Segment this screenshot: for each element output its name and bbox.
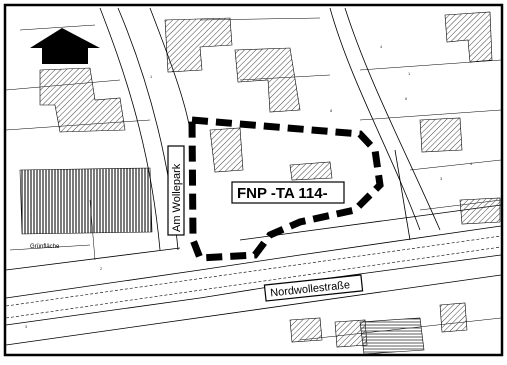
svg-text:2: 2: [100, 266, 103, 271]
svg-text:6: 6: [405, 96, 408, 101]
svg-text:4: 4: [380, 44, 383, 49]
svg-text:8: 8: [330, 108, 333, 113]
svg-text:Am Wollepark: Am Wollepark: [171, 163, 183, 232]
svg-text:3: 3: [440, 176, 443, 181]
svg-text:1: 1: [408, 71, 411, 76]
north-arrow-icon: [30, 28, 100, 64]
plan-boundary: [188, 116, 384, 262]
svg-text:1: 1: [30, 211, 33, 216]
parcel-numbers: 1 1 8 4 1 6 3 4 1 2 3: [25, 44, 473, 329]
svg-text:1: 1: [58, 118, 61, 123]
road-lines: [5, 7, 502, 346]
svg-text:3: 3: [25, 324, 28, 329]
svg-text:4: 4: [470, 161, 473, 166]
svg-text:1: 1: [150, 74, 153, 79]
buildings: [19, 11, 501, 355]
svg-text:FNP -TA 114-: FNP -TA 114-: [237, 185, 328, 202]
street-label-nordwollestrasse: Nordwollestraße: [263, 274, 364, 302]
street-label-small: Grünfläche: [30, 244, 60, 250]
plan-label: FNP -TA 114-: [231, 181, 345, 204]
street-label-am-wollepark: Am Wollepark: [167, 145, 185, 236]
